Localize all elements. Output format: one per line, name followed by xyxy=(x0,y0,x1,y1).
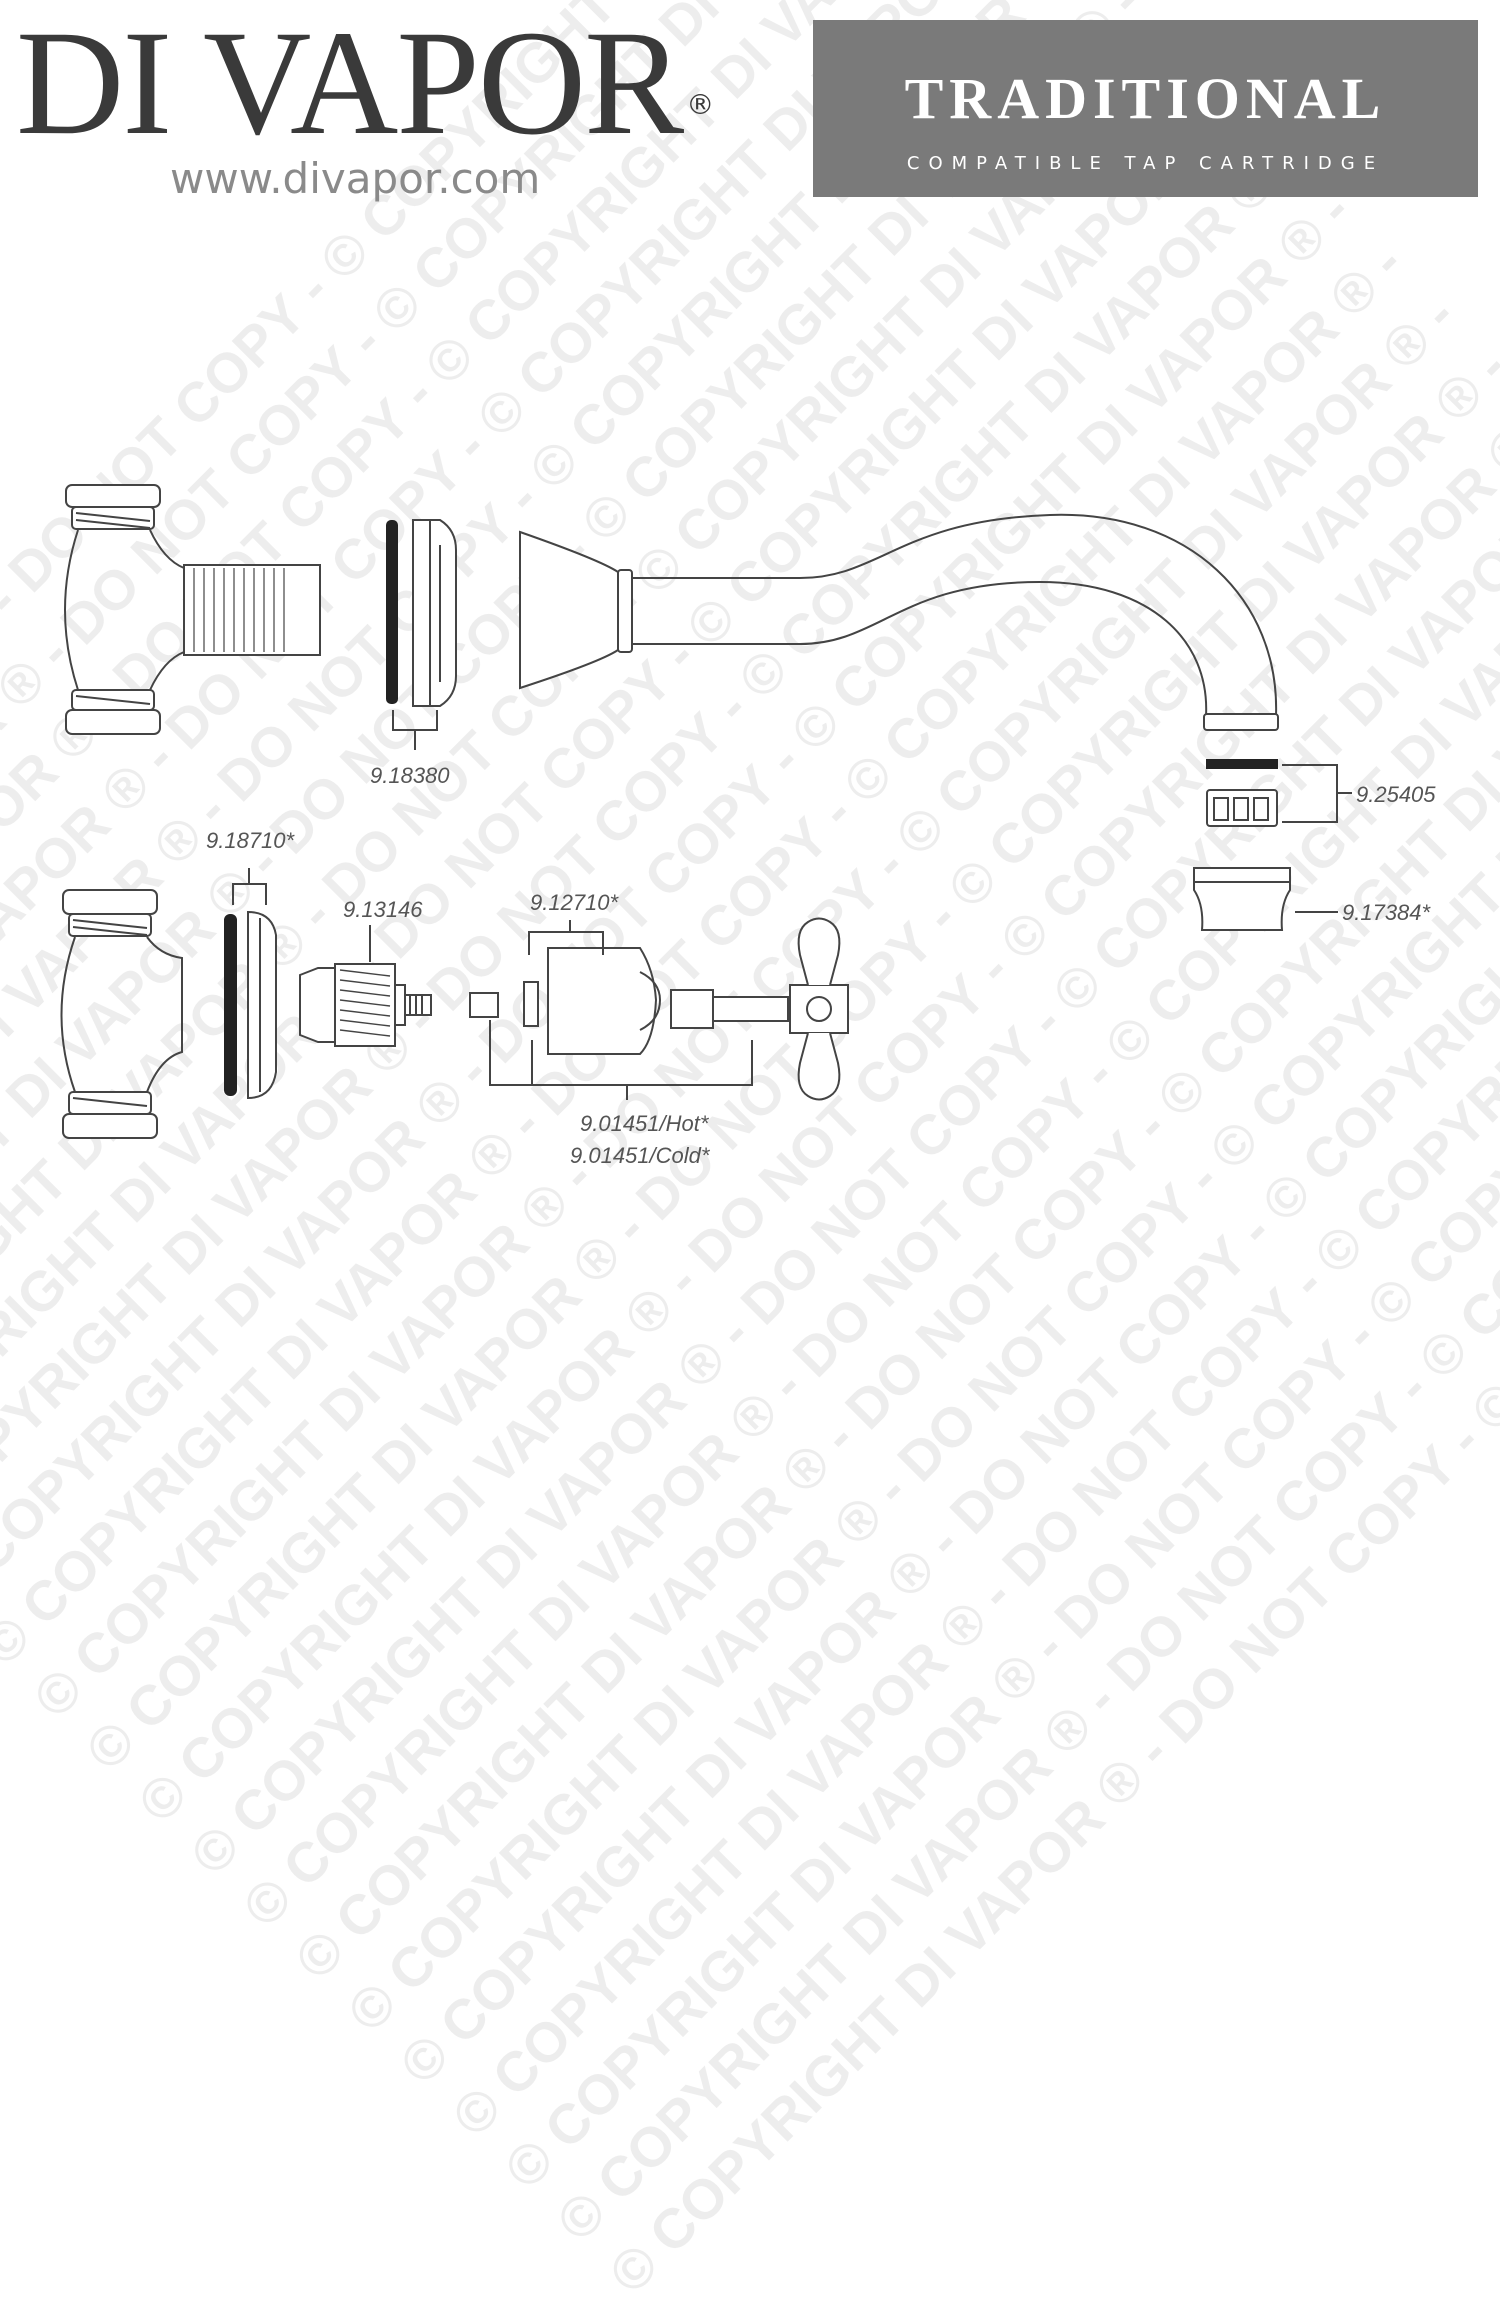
lower-o-ring-flange xyxy=(224,868,277,1100)
website-url[interactable]: www.divapor.com xyxy=(170,154,541,203)
handle-kit-bracket xyxy=(489,1020,753,1100)
part-label-9-25405: 9.25405 xyxy=(1356,782,1436,807)
handle-shroud xyxy=(523,920,662,1055)
part-label-9-13146: 9.13146 xyxy=(343,897,423,922)
lower-valve-body xyxy=(60,889,183,1139)
part-label-9-18710: 9.18710* xyxy=(206,828,296,853)
header-banner: TRADITIONAL COMPATIBLE TAP CARTRIDGE xyxy=(813,20,1478,197)
o-ring-flange-assembly xyxy=(386,519,457,750)
banner-subtitle: COMPATIBLE TAP CARTRIDGE xyxy=(906,153,1385,174)
cross-head-handle xyxy=(670,917,849,1101)
spout-shroud xyxy=(1193,867,1338,931)
bath-spout xyxy=(519,513,1279,731)
brand-logo: DI VAPOR® xyxy=(16,0,714,166)
part-label-9-01451-hot: 9.01451/Hot* xyxy=(580,1111,710,1136)
banner-title: TRADITIONAL xyxy=(904,66,1387,131)
part-label-9-12710: 9.12710* xyxy=(530,890,620,915)
tap-cartridge xyxy=(299,925,432,1047)
part-label-9-17384: 9.17384* xyxy=(1342,900,1432,925)
spindle-extension xyxy=(469,992,499,1018)
part-label-9-01451-cold: 9.01451/Cold* xyxy=(570,1143,711,1168)
aerator-assembly xyxy=(1206,759,1352,827)
exploded-parts-diagram: 9.18380 9.25405 9.17384* 9.18710* 9.1314… xyxy=(60,484,1436,1168)
upper-valve-body xyxy=(64,484,321,735)
part-label-9-18380: 9.18380 xyxy=(370,763,450,788)
